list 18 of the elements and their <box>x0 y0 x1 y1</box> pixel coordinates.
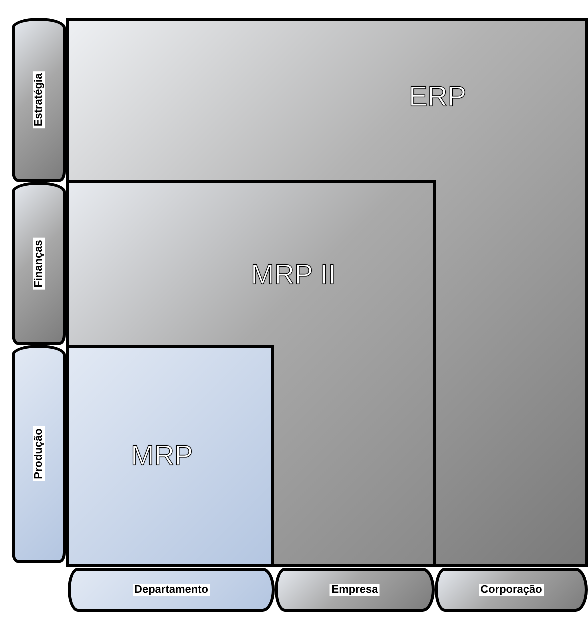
system-label: ERP <box>409 81 467 113</box>
system-label: MRP <box>131 440 194 472</box>
bottom-tab <box>68 568 275 612</box>
row-label: Produção <box>33 426 45 482</box>
column-label: Departamento <box>132 584 210 596</box>
bottom-tab <box>275 568 435 612</box>
column-label: Corporação <box>478 584 544 596</box>
mrp-box <box>66 345 274 567</box>
column-label: Empresa <box>330 584 380 596</box>
side-tab <box>12 182 66 345</box>
mrp-ii-box <box>66 180 436 567</box>
bottom-tab <box>435 568 588 612</box>
side-tab <box>12 18 66 182</box>
erp-box <box>66 18 588 567</box>
system-label: MRP II <box>251 259 336 291</box>
row-label: Finanças <box>33 238 45 290</box>
side-tab <box>12 345 66 563</box>
row-label: Estratégia <box>33 71 45 129</box>
